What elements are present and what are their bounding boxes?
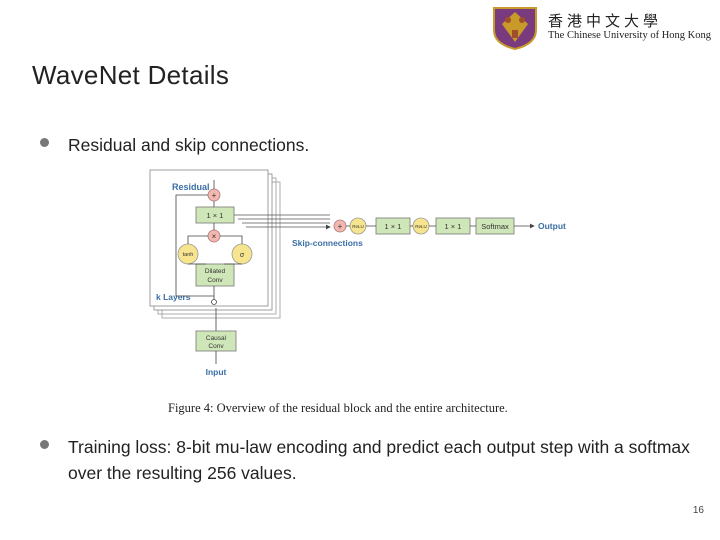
bullet-item: Training loss: 8-bit mu-law encoding and… <box>40 434 690 486</box>
one-by-one-label-3: 1 × 1 <box>445 222 462 231</box>
bullet-dot <box>40 440 49 449</box>
skip-connections-label: Skip-connections <box>292 238 363 248</box>
logo-chinese-name: 香港中文大學 <box>548 12 663 30</box>
output-label: Output <box>538 221 566 231</box>
bullet-item: Residual and skip connections. <box>40 132 309 158</box>
slide-title: WaveNet Details <box>32 60 230 90</box>
one-by-one-label: 1 × 1 <box>207 211 224 220</box>
input-label: Input <box>206 367 227 377</box>
causal-conv-label-line2: Conv <box>208 343 224 350</box>
wavenet-architecture-diagram: Residual k Layers + 1 × 1 × tanh σ Dilat… <box>149 169 566 377</box>
skip-sum-plus: + <box>338 222 343 231</box>
dilated-conv-label-line2: Conv <box>207 277 223 284</box>
one-by-one-label-2: 1 × 1 <box>385 222 402 231</box>
logo-english-name: The Chinese University of Hong Kong <box>548 30 712 41</box>
bullet-text: Training loss: 8-bit mu-law encoding and… <box>68 437 690 483</box>
dilated-conv-box <box>195 263 235 287</box>
sigma-label: σ <box>240 252 245 259</box>
tanh-label: tanh <box>183 252 194 258</box>
residual-bypass-line <box>175 194 214 297</box>
relu-label-1: ReLU <box>352 224 364 229</box>
figure-caption: Figure 4: Overview of the residual block… <box>168 401 508 415</box>
k-layers-label: k Layers <box>156 292 191 302</box>
relu-label-2: ReLU <box>415 224 427 229</box>
connector-line <box>220 235 243 244</box>
residual-label: Residual <box>172 182 210 192</box>
cuhk-crest-icon <box>493 7 537 50</box>
causal-conv-label-line1: Causal <box>206 335 227 342</box>
university-logo: 香港中文大學 The Chinese University of Hong Ko… <box>490 4 718 50</box>
dilated-conv-label-line1: Dilated <box>205 268 226 275</box>
softmax-label: Softmax <box>481 222 509 231</box>
bullet-text: Residual and skip connections. <box>68 135 310 155</box>
times-symbol: × <box>212 232 217 241</box>
junction-node <box>211 299 217 305</box>
bullet-dot <box>40 138 49 147</box>
plus-symbol: + <box>212 191 217 200</box>
connector-line <box>187 235 208 244</box>
page-number: 16 <box>692 505 704 516</box>
